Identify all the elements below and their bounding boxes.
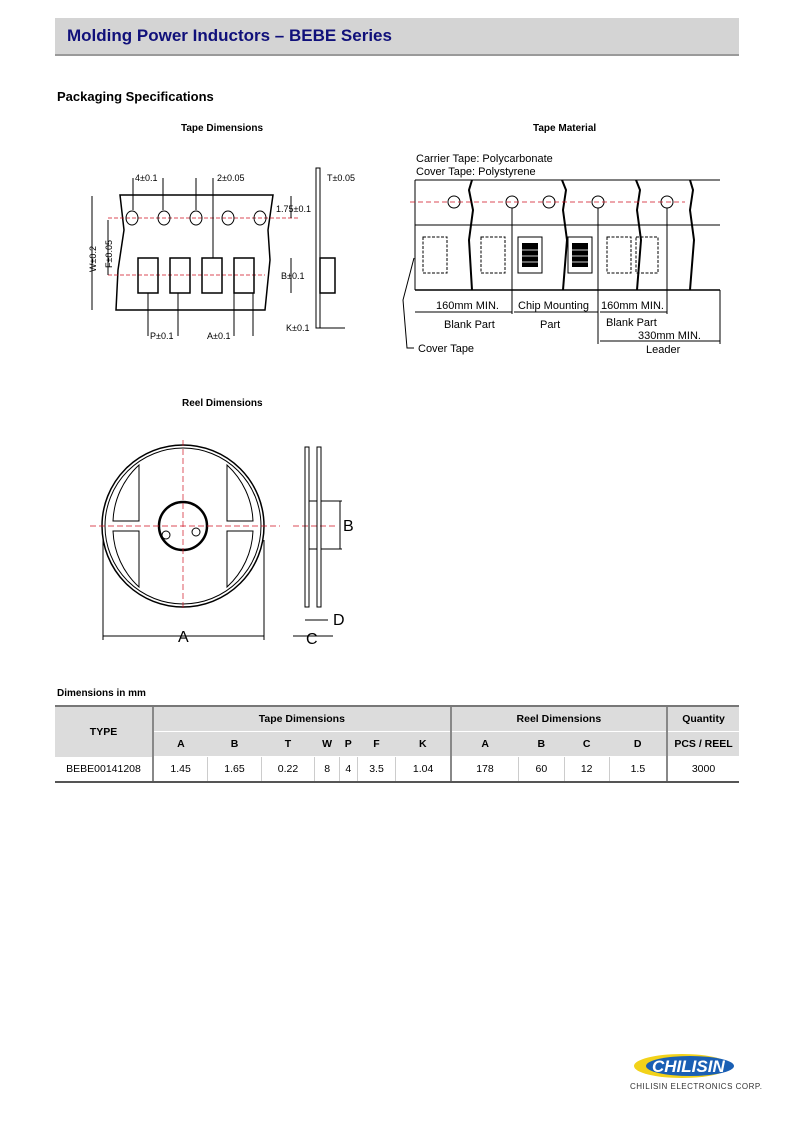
tape-material-drawing: Carrier Tape: Polycarbonate Cover Tape: … [402,153,721,356]
tape-material-caption: Tape Material [533,123,597,134]
w-label: W±0.2 [88,246,98,272]
carrier-tape-text: Carrier Tape: Polycarbonate [416,153,553,165]
cell-tape-k: 1.04 [395,756,451,783]
a-label: A±0.1 [207,331,230,341]
cover-tape-text: Cover Tape: Polystyrene [416,166,536,178]
company-logo: CHILISIN CHILISIN ELECTRONICS CORP. [628,1048,764,1099]
leader-text: Leader [646,344,681,356]
cell-reel-c: 12 [563,756,610,783]
reel-a-label: A [178,629,189,646]
cell-tape-f: 3.5 [356,756,396,783]
cell-qty: 3000 [666,756,739,783]
k-label: K±0.1 [286,323,309,333]
reel-b-label: B [343,518,354,535]
min2-text: 160mm MIN. [601,300,664,312]
pitch-2-label: 2±0.05 [217,173,244,183]
cell-tape-w: 8 [314,756,340,783]
col-reel-c: C [564,731,610,757]
chip-mounting-text: Chip Mounting [518,300,589,312]
min3-text: 330mm MIN. [638,330,701,342]
tape-dimensions-caption: Tape Dimensions [181,123,264,134]
pitch-4-label: 4±0.1 [135,173,157,183]
page-title: Molding Power Inductors – BEBE Series [67,26,392,45]
section-title: Packaging Specifications [57,89,214,104]
cell-tape-b: 1.65 [207,756,262,783]
drawings: 4±0.1 2±0.05 T±0.05 1.75±0.1 B±0.1 P±0.1… [88,153,721,648]
tape-dimensions-header: Tape Dimensions [152,705,451,732]
col-tape-k: K [395,731,451,757]
reel-drawing: A B C D [90,440,354,648]
col-tape-f: F [357,731,396,757]
type-header: TYPE [55,705,153,757]
part-text: Part [540,319,560,331]
svg-text:CHILISIN: CHILISIN [652,1057,725,1076]
cell-reel-d: 1.5 [608,756,667,783]
blank1-text: Blank Part [444,319,495,331]
col-pcs-reel: PCS / REEL [666,731,739,757]
cell-tape-a: 1.45 [152,756,208,783]
tape-dimension-drawing: 4±0.1 2±0.05 T±0.05 1.75±0.1 B±0.1 P±0.1… [88,167,355,341]
cell-tape-t: 0.22 [260,756,315,783]
col-tape-b: B [207,731,262,757]
table-caption: Dimensions in mm [57,688,146,699]
cell-reel-b: 60 [518,756,564,783]
cell-type: BEBE00141208 [55,756,153,783]
table-row: BEBE00141208 1.45 1.65 0.22 8 4 3.5 1.04… [55,756,739,783]
reel-d-label: D [333,612,345,629]
cover-tape-callout: Cover Tape [418,343,474,355]
col-tape-w: W [314,731,340,757]
col-tape-t: T [261,731,315,757]
blank2-text: Blank Part [606,317,657,329]
b-label: B±0.1 [281,271,304,281]
f-label: F±0.05 [104,240,114,268]
quantity-header: Quantity [666,705,739,732]
e-label: 1.75±0.1 [276,204,311,214]
cell-tape-p: 4 [339,756,358,783]
t-label: T±0.05 [327,173,355,183]
col-reel-d: D [609,731,667,757]
reel-dimensions-header: Reel Dimensions [449,705,667,732]
p-label: P±0.1 [150,331,173,341]
svg-text:CHILISIN ELECTRONICS CORP.: CHILISIN ELECTRONICS CORP. [630,1082,762,1091]
reel-c-label: C [306,631,318,648]
col-tape-p: P [339,731,358,757]
dimensions-table: TYPE Tape Dimensions Reel Dimensions Qua… [55,705,739,783]
header-bar: Molding Power Inductors – BEBE Series [55,18,739,56]
reel-dimensions-caption: Reel Dimensions [182,398,263,409]
col-reel-a: A [449,731,519,757]
col-reel-b: B [518,731,564,757]
cell-reel-a: 178 [449,756,519,783]
col-tape-a: A [152,731,208,757]
min1-text: 160mm MIN. [436,300,499,312]
